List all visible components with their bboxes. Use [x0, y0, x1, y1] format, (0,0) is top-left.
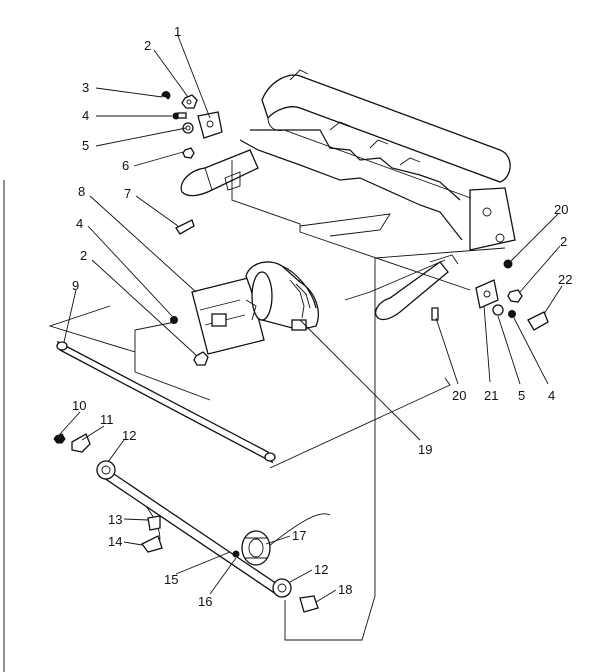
callout-10: 10 [72, 398, 86, 413]
shaft-9 [56, 340, 276, 464]
hardware-parts [53, 91, 549, 613]
callout-5: 5 [518, 388, 525, 403]
callout-4: 4 [82, 108, 89, 123]
callout-1: 1 [174, 24, 181, 39]
callout-2: 2 [560, 234, 567, 249]
callout-12: 12 [122, 428, 136, 443]
callout-3: 3 [82, 80, 89, 95]
motor-assembly [191, 261, 319, 355]
callout-18: 18 [338, 582, 352, 597]
callout-19: 19 [418, 442, 432, 457]
callout-7: 7 [124, 186, 131, 201]
callout-13: 13 [108, 512, 122, 527]
callout-2: 2 [144, 38, 151, 53]
callout-20: 20 [554, 202, 568, 217]
callout-22: 22 [558, 272, 572, 287]
callout-4: 4 [76, 216, 83, 231]
callout-labels: 1 2 3 4 5 6 7 8 4 2 9 10 11 12 13 14 15 … [72, 24, 572, 609]
callout-4: 4 [548, 388, 555, 403]
callout-5: 5 [82, 138, 89, 153]
callout-21: 21 [484, 388, 498, 403]
alignment-lines [48, 160, 506, 641]
callout-11: 11 [100, 412, 114, 427]
callout-8: 8 [78, 184, 85, 199]
callout-2: 2 [80, 248, 87, 263]
callout-14: 14 [108, 534, 122, 549]
callout-16: 16 [198, 594, 212, 609]
main-frame-assembly [180, 69, 516, 321]
callout-9: 9 [72, 278, 79, 293]
callout-15: 15 [164, 572, 178, 587]
callout-20: 20 [452, 388, 466, 403]
leader-lines [59, 35, 563, 603]
callout-17: 17 [292, 528, 306, 543]
callout-12: 12 [314, 562, 328, 577]
callout-6: 6 [122, 158, 129, 173]
